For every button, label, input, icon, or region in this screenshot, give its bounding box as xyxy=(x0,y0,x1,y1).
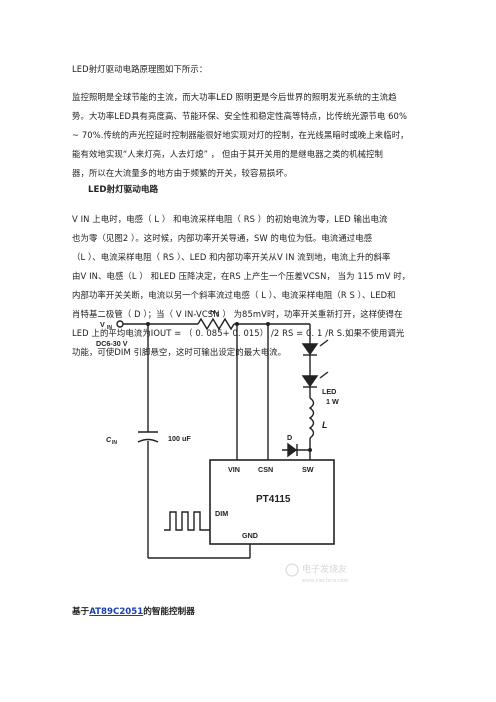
paragraph-2-line: 内部功率开关关断，电流以另一个斜率流过电感（ L ）、电流采样电阻（R S ）、… xyxy=(72,290,396,300)
paragraph-2-line: 由V IN、电感（L ） 和LED 压降决定，在RS 上产生一个压差VCSN， … xyxy=(72,271,411,281)
diode-label: D xyxy=(287,433,292,442)
vin-sub-label: IN xyxy=(107,325,112,331)
paragraph-1-line: ~ 70%.传统的声光控延时控制器能很好地实现对灯的控制，在光线黑暗时或晚上来临… xyxy=(72,130,409,140)
watermark-logo: 电子发烧友 www.elecfans.com xyxy=(285,563,349,584)
paragraph-1-line: 监控照明是全球节能的主流，而大功率LED 照明更是今后世界的照明发光系统的主流趋 xyxy=(72,92,397,102)
heading2-suffix: 的智能控制器 xyxy=(143,607,195,617)
paragraph-1-line: 势。大功率LED具有亮度高、节能环保、安全性和稳定性高等特点，比传统光源节电 6… xyxy=(72,111,408,121)
supply-voltage-label: DC6-30 V xyxy=(96,339,128,348)
watermark-text: 电子发烧友 xyxy=(302,563,347,575)
dim-pulse-signal xyxy=(164,511,210,531)
paragraph-2-line: 也为零（见图2 ）。这时候，内部功率开关导通，SW 的电位为低。电流通过电感 xyxy=(72,233,373,243)
paragraph-2-line: 肖特基二极管（ D ）；当（ V IN-VCSN ） 为85mV时，功率开关重新… xyxy=(72,309,403,319)
paragraph-2-line: V IN 上电时，电感（ L ） 和电流采样电阻（ RS ）的初始电流为零，LE… xyxy=(72,214,388,224)
rs-resistor xyxy=(197,317,235,331)
paragraph-1: 监控照明是全球节能的主流，而大功率LED 照明更是今后世界的照明发光系统的主流趋… xyxy=(72,88,432,183)
vin-terminal xyxy=(116,320,124,328)
pin-dim-label: DIM xyxy=(215,509,228,518)
vin-label: V xyxy=(100,320,105,329)
chip-name-label: PT4115 xyxy=(256,494,291,505)
led-label: LED xyxy=(322,387,336,396)
rs-label: R xyxy=(210,310,216,316)
capacitor-plate-bottom xyxy=(137,438,159,443)
paragraph-2-line: （L ）、电流采样电阻（ RS ）、LED 和内部功率开关从V IN 流到地，电… xyxy=(72,252,391,262)
circuit-schematic: V IN DC6-30 V R S LED 1 W L D C IN 100 u… xyxy=(96,310,349,584)
inductor-l xyxy=(308,397,315,439)
cin-label: C xyxy=(106,435,112,444)
intro-text: LED射灯驱动电路原理图如下所示： xyxy=(72,64,208,74)
pin-sw-label: SW xyxy=(302,465,314,474)
paragraph-1-line: 器，所以在大流量多的地方由于频繁的开关，较容易损坏。 xyxy=(72,168,293,178)
inductor-label: L xyxy=(322,420,328,430)
led-1-symbol xyxy=(301,343,319,356)
paragraph-1-line: 能有效地实现“人来灯亮，人去灯熄” ， 但由于其开关用的是继电器之类的机械控制 xyxy=(72,149,384,159)
capacitor-value-label: 100 uF xyxy=(168,434,191,443)
pt4115-chip xyxy=(209,459,335,545)
led-power-label: 1 W xyxy=(326,397,339,406)
at89c2051-link[interactable]: AT89C2051 xyxy=(89,607,144,617)
rs-sub-label: S xyxy=(216,312,220,318)
pin-csn-label: CSN xyxy=(258,465,273,474)
led-2-symbol xyxy=(301,375,319,388)
pin-gnd-label: GND xyxy=(242,531,258,540)
heading2-prefix: 基于 xyxy=(72,607,90,617)
paragraph-2-line: 功能，可使DIM 引脚悬空，这时可输出设定的最大电流。 xyxy=(72,347,287,357)
paragraph-2-line: LED 上的平均电流为IOUT = （ 0. 085+ 0. 015） /2 R… xyxy=(72,328,405,338)
pin-vin-label: VIN xyxy=(228,465,240,474)
diode-d xyxy=(287,442,298,458)
section-heading-smart-controller: 基于AT89C2051的智能控制器 xyxy=(72,605,195,617)
section-heading-led-driver: LED射灯驱动电路 xyxy=(88,185,159,195)
paragraph-2: V IN 上电时，电感（ L ） 和电流采样电阻（ RS ）的初始电流为零，LE… xyxy=(72,210,432,362)
cin-sub-label: IN xyxy=(112,440,117,446)
watermark-url: www.elecfans.com xyxy=(302,578,349,584)
